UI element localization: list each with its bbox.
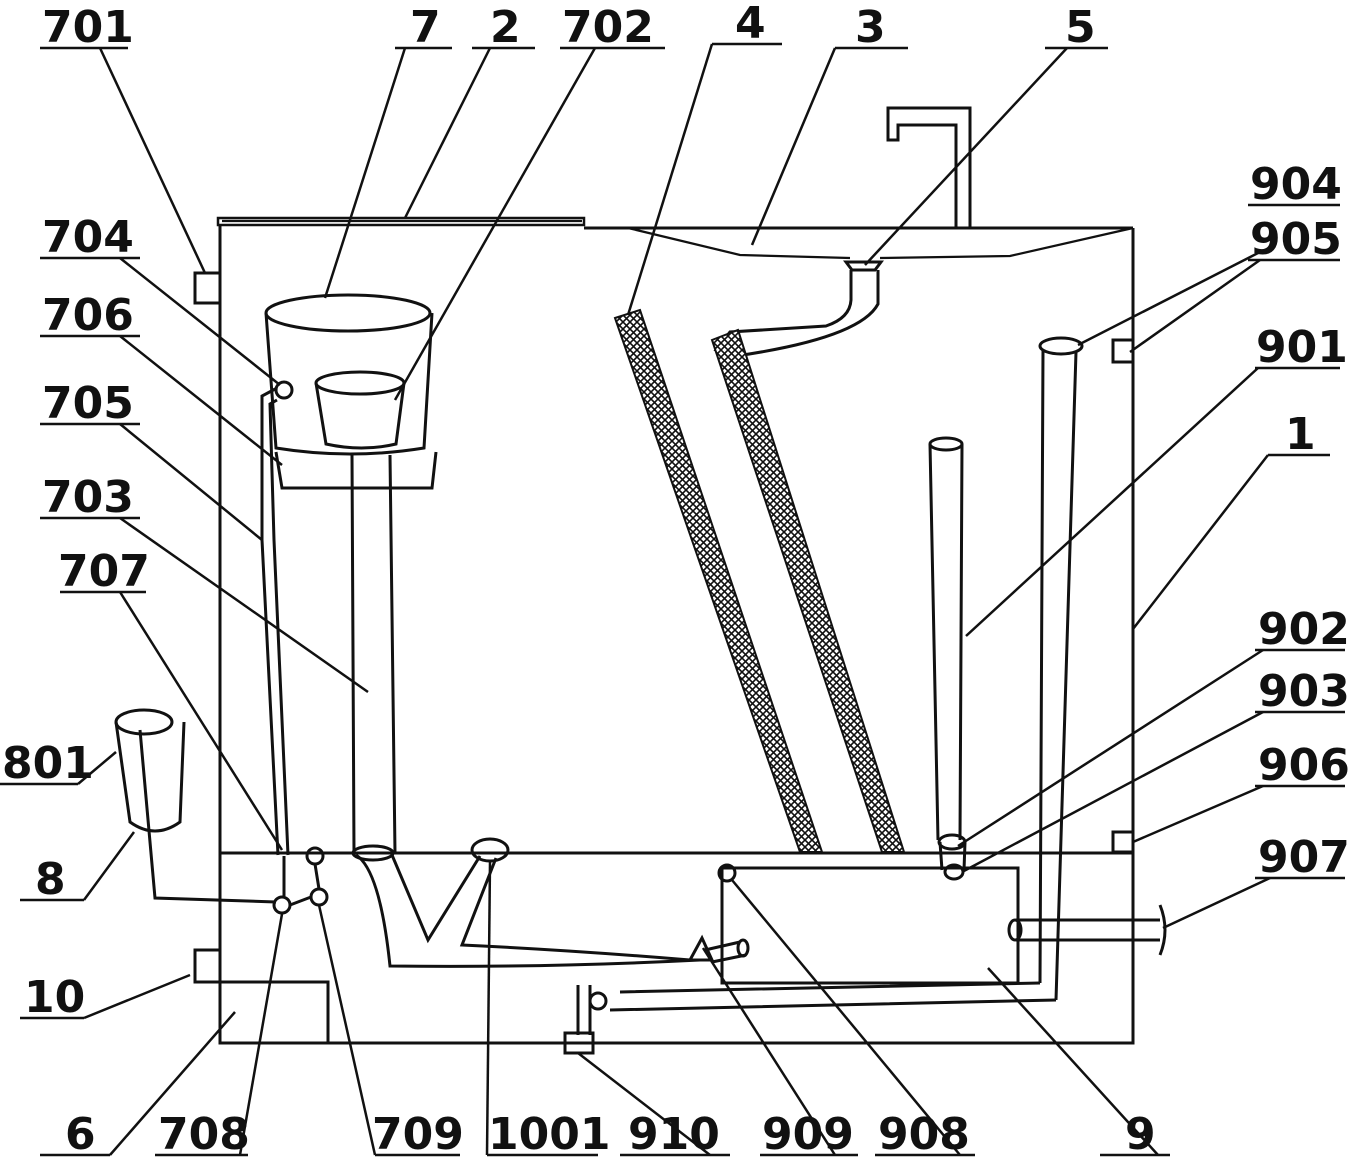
label-702: 702 [562, 2, 654, 53]
label-801: 801 [2, 738, 94, 789]
label-708: 708 [158, 1109, 250, 1160]
container-7 [264, 293, 434, 456]
label-704: 704 [42, 212, 134, 263]
label-7: 7 [410, 2, 441, 53]
label-907: 907 [1258, 832, 1350, 883]
label-902: 902 [1258, 604, 1350, 655]
cup-702 [314, 370, 406, 450]
compartment-6 [220, 980, 330, 1043]
side-box-701 [193, 271, 222, 305]
label-1001: 1001 [488, 1109, 610, 1160]
label-707: 707 [58, 546, 150, 597]
valve-908 [717, 863, 737, 883]
label-3: 3 [855, 2, 886, 53]
faucet [886, 106, 972, 228]
label-701: 701 [42, 2, 134, 53]
label-4: 4 [735, 0, 766, 49]
label-underlines [0, 42, 1345, 1157]
label-905: 905 [1250, 214, 1342, 265]
label-709: 709 [372, 1109, 464, 1160]
bracket-706 [274, 451, 438, 490]
bottom-channel [355, 837, 701, 968]
top-plate [584, 226, 1134, 260]
label-909: 909 [762, 1109, 854, 1160]
label-8: 8 [35, 854, 66, 905]
label-904: 904 [1250, 159, 1342, 210]
label-1: 1 [1285, 409, 1316, 460]
mesh-filter [613, 308, 906, 853]
label-2: 2 [490, 2, 521, 53]
leader-lines [77, 43, 1271, 1156]
pipe-703 [350, 454, 397, 862]
label-906: 906 [1258, 740, 1350, 791]
main-housing [218, 225, 1135, 1045]
label-10: 10 [24, 972, 85, 1023]
label-901: 901 [1256, 322, 1348, 373]
label-9: 9 [1125, 1109, 1156, 1160]
box-10 [193, 948, 222, 984]
label-903: 903 [1258, 666, 1350, 717]
label-703: 703 [42, 472, 134, 523]
label-6: 6 [65, 1109, 96, 1160]
pipe-901 [928, 436, 967, 881]
drain-910 [563, 985, 608, 1055]
bottle-8 [114, 708, 277, 904]
label-705: 705 [42, 378, 134, 429]
knob-704 [260, 380, 294, 856]
side-box-906 [1111, 830, 1135, 854]
pump-909 [687, 934, 750, 964]
valve-cluster [272, 846, 329, 915]
label-910: 910 [628, 1109, 720, 1160]
tank-9 [720, 866, 1020, 985]
label-706: 706 [42, 290, 134, 341]
lid [216, 216, 586, 227]
label-908: 908 [878, 1109, 970, 1160]
label-5: 5 [1065, 2, 1096, 53]
outlet-907 [1007, 904, 1167, 956]
